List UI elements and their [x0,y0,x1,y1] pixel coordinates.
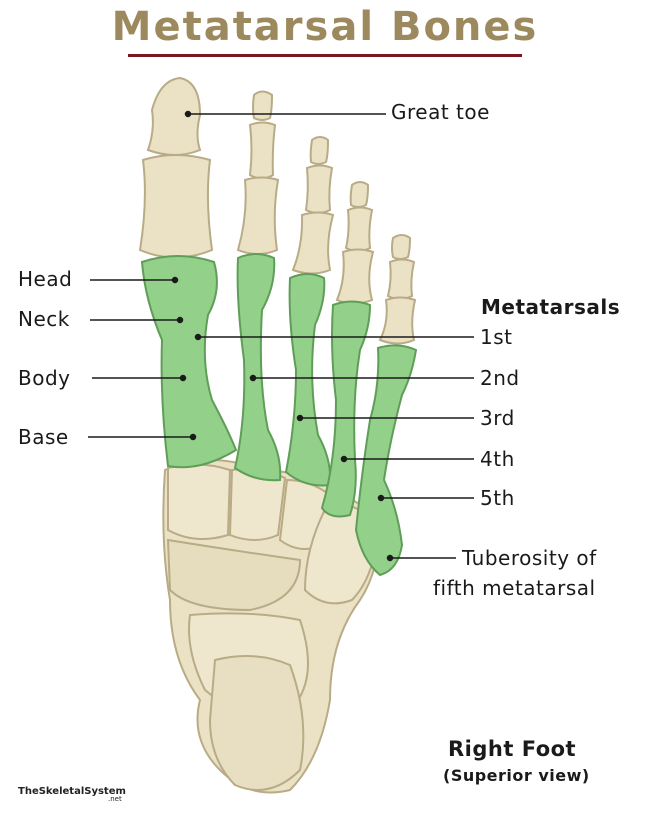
third-metatarsal [284,273,332,487]
toe4-proximal [335,248,375,305]
great-toe-proximal [138,154,214,259]
metatarsal-bones [140,253,418,577]
tuberosity-dot [386,554,394,562]
toe4-distal [349,181,370,208]
toe5-proximal [378,296,417,345]
great-toe-distal [146,76,202,156]
title-underline [128,54,522,57]
fourth-dot [340,455,348,463]
medial-cuneiform [167,463,232,540]
leader-lines [88,110,474,562]
toe4-middle [344,206,374,252]
label-head: Head [18,267,73,291]
toe3-proximal [291,211,335,275]
toe2-proximal [236,176,280,255]
credit-site-name: TheSkeletalSystem [18,786,126,797]
head-dot [171,276,179,284]
label-superior-view: (Superior view) [443,766,590,785]
credit-site-tld: .net [108,795,122,803]
label-fourth: 4th [480,447,515,471]
body-dot [179,374,187,382]
toe5-distal [391,234,412,260]
label-tuberosity-line1: Tuberosity of [462,546,597,570]
fourth-metatarsal [320,300,372,518]
first-metatarsal [140,255,238,469]
label-base: Base [18,425,69,449]
label-neck: Neck [18,307,70,331]
base-dot [189,433,197,441]
label-right-foot: Right Foot [448,737,577,761]
great-toe-dot [184,110,192,118]
site-credit-logo: TheSkeletalSystem .net [18,786,126,803]
toe3-distal [309,136,330,165]
fifth-dot [377,494,385,502]
fifth-metatarsal [354,344,418,577]
phalanges [138,76,417,345]
diagram-title: Metatarsal Bones [111,4,539,50]
label-fifth: 5th [480,486,515,510]
toe3-middle [304,164,334,214]
label-great-toe: Great toe [391,100,490,124]
neck-dot [176,316,184,324]
label-tuberosity-line2: fifth metatarsal [433,576,596,600]
second-dot [249,374,257,382]
second-metatarsal [233,253,282,482]
label-body: Body [18,366,71,390]
toe2-middle [248,121,277,180]
navicular [166,538,302,612]
toe5-middle [386,258,416,300]
label-first: 1st [480,325,513,349]
label-second: 2nd [480,366,520,390]
label-metatarsals-heading: Metatarsals [481,295,621,319]
toe2-distal [252,90,274,121]
first-dot [194,333,202,341]
calcaneus [208,655,305,791]
third-dot [296,414,304,422]
label-third: 3rd [480,406,515,430]
